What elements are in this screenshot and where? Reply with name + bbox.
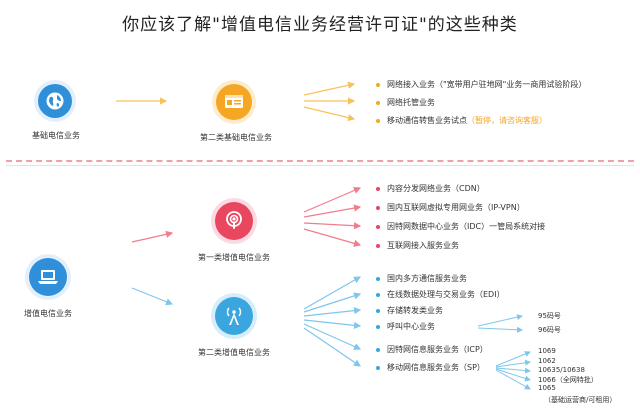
bullet-dot (376, 308, 380, 313)
arrow-cat2-item-3 (303, 307, 362, 317)
category1-item-2: 国内互联网虚拟专用网业务（IP-VPN） (376, 202, 525, 213)
bullet-dot (376, 186, 380, 191)
arrow-va-cat2 (131, 287, 174, 306)
section-divider-line (6, 165, 634, 166)
arrow-cat1-item-2 (303, 204, 362, 218)
bullet-dot (376, 118, 380, 123)
arrow-basic-item-3 (303, 106, 356, 122)
arrow-callcenter-95 (477, 314, 523, 327)
bullet-dot (376, 243, 380, 248)
basic-item-2: 网络托管业务 (376, 97, 435, 108)
arrow-cat1-item-3 (303, 222, 362, 230)
browser-window-icon (216, 84, 252, 120)
arrow-cat2-item-2 (303, 292, 362, 313)
sp-number-1069: 1069 (538, 347, 556, 355)
category2-item-5: 因特网信息服务业务（ICP） (376, 344, 488, 355)
broadcast-tower-icon (215, 297, 253, 335)
podcast-icon (215, 202, 253, 240)
category1-item-3: 因特网数据中心业务（IDC）一管局系统对接 (376, 221, 545, 232)
arrow-basic-item-1 (303, 81, 356, 96)
basic-category-label: 第二类基础电信业务 (200, 133, 272, 142)
bullet-dot (376, 100, 380, 105)
category2-label: 第二类增值电信业务 (198, 348, 270, 357)
arrow-sp-10635 (495, 367, 531, 374)
arrow-cat1-item-1 (303, 187, 362, 213)
arrow-cat1-item-4 (303, 228, 362, 247)
bullet-dot (376, 276, 380, 281)
basic-root-label: 基础电信业务 (32, 131, 80, 140)
bullet-dot (376, 347, 380, 352)
basic-item-1: 网络接入业务（"宽带用户驻地网"业务一商用试验阶段） (376, 79, 586, 90)
category1-item-4: 互联网接入服务业务 (376, 240, 459, 251)
sp-number-1062: 1062 (538, 357, 556, 365)
category2-item-2: 在线数据处理与交易业务（EDI） (376, 289, 505, 300)
category2-item-4: 呼叫中心业务 (376, 321, 435, 332)
sp-numbers-note: （基础运营商/可租用） (544, 396, 617, 404)
bullet-dot (376, 292, 380, 297)
arrow-cat2-item-4 (303, 319, 362, 329)
category1-item-1: 内容分发网络业务（CDN） (376, 183, 485, 194)
page-title: 你应该了解"增值电信业务经营许可证"的这些种类 (122, 15, 518, 35)
arrow-cat2-item-1 (303, 276, 362, 310)
laptop-icon (29, 258, 67, 296)
callcenter-number-95: 95码号 (538, 312, 561, 320)
category2-item-3: 存储转发类业务 (376, 305, 443, 316)
value-added-root-label: 增值电信业务 (24, 309, 72, 318)
arrow-callcenter-96 (477, 326, 523, 333)
arrow-cat2-item-6 (303, 327, 361, 367)
arrow-cat2-item-5 (303, 323, 362, 350)
sp-number-1065: 1065 (538, 384, 556, 392)
bullet-dot (376, 365, 380, 370)
arrow-sp-1062 (495, 359, 531, 368)
category2-item-6: 移动网信息服务业务（SP） (376, 362, 485, 373)
section-divider (6, 160, 634, 162)
bullet-dot (376, 82, 380, 87)
basic-item-3: 移动通信转售业务试点 （暂停，请咨询客服） (376, 115, 547, 126)
suspended-note: （暂停，请咨询客服） (467, 116, 547, 125)
bullet-dot (376, 224, 380, 229)
category2-item-1: 国内多方通信服务业务 (376, 273, 467, 284)
arrow-va-cat1 (131, 230, 174, 243)
arrow-sp-1069 (495, 351, 531, 367)
callcenter-number-96: 96码号 (538, 326, 561, 334)
arrow-sp-1065 (495, 369, 531, 390)
bullet-dot (376, 324, 380, 329)
bullet-dot (376, 205, 380, 210)
sp-number-1066: 1066（全网特批） (538, 376, 598, 384)
category1-label: 第一类增值电信业务 (198, 253, 270, 262)
sp-number-10635: 10635/10638 (538, 366, 585, 374)
globe-icon (38, 84, 72, 118)
arrow-sp-1066 (495, 368, 531, 382)
